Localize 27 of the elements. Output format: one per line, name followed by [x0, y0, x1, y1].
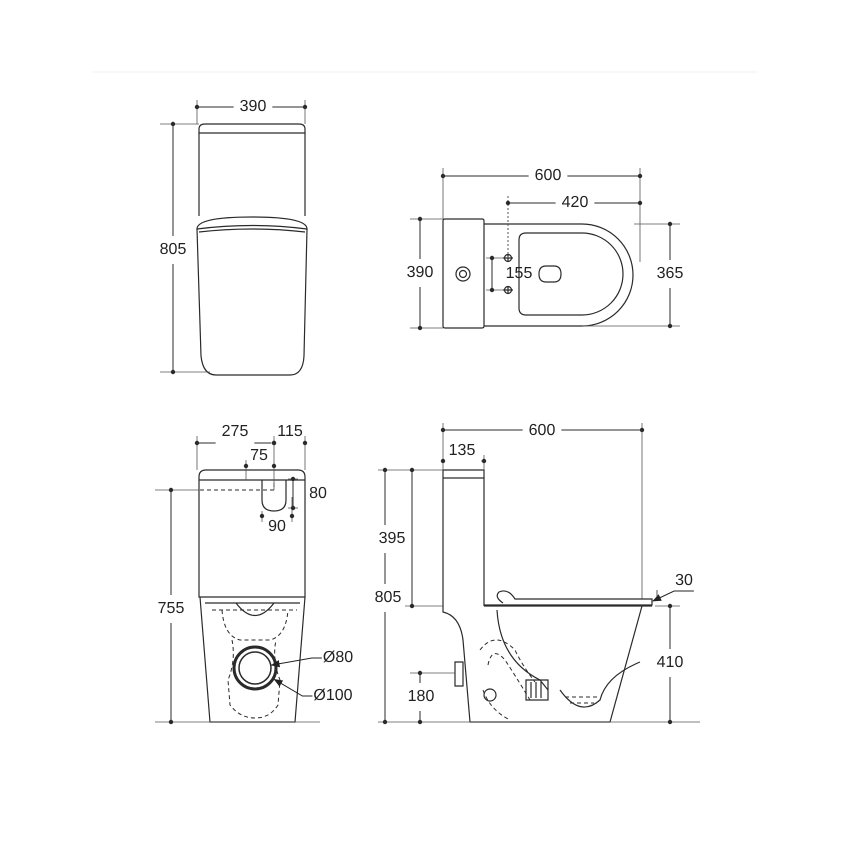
leader-line — [274, 678, 313, 696]
dimension-value: 115 — [276, 423, 304, 441]
toilet-seat — [483, 590, 653, 606]
dimension-value: 410 — [656, 654, 684, 672]
dimension-value: 600 — [534, 167, 562, 185]
callout-text: Ø80 — [322, 649, 354, 667]
callout-text: 30 — [674, 572, 694, 590]
dimension-value: 420 — [560, 194, 590, 212]
dimension-value: 390 — [238, 98, 268, 116]
dimension-value: 180 — [406, 688, 436, 706]
leader-line — [652, 590, 694, 602]
dimension-value: 90 — [267, 518, 287, 536]
dimension-value: 75 — [249, 447, 269, 465]
dimension-value: 755 — [156, 600, 186, 618]
dimension-value: 805 — [374, 589, 402, 607]
leader-line — [270, 658, 322, 668]
dimension-value: 805 — [158, 241, 188, 259]
dimension-value: 135 — [448, 442, 476, 460]
callout-text: Ø100 — [312, 687, 354, 705]
dimension-value: 390 — [406, 264, 434, 282]
dimension-value: 365 — [656, 265, 684, 283]
dimension-value: 600 — [528, 422, 556, 440]
dimension-value: 80 — [308, 485, 328, 503]
dimension-value: 275 — [220, 423, 250, 441]
outlet-circle — [238, 651, 272, 685]
dimension-value: 395 — [378, 530, 406, 548]
outlet-circle — [232, 646, 278, 690]
